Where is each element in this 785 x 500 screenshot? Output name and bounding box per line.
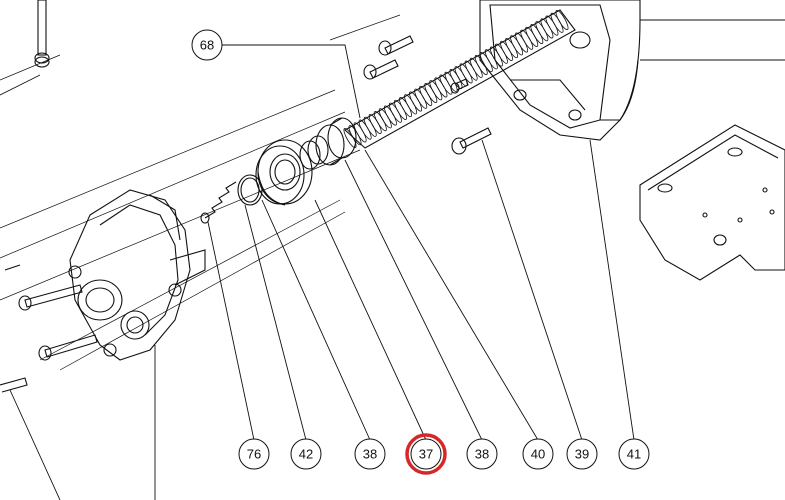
callout-circle (238, 438, 270, 470)
callout-circle (354, 438, 386, 470)
callout-label: 37 (419, 447, 433, 462)
callout-label: 38 (475, 447, 489, 462)
callout-label: 39 (575, 447, 589, 462)
callout-circle (566, 438, 598, 470)
callout-circle (191, 29, 223, 61)
callout-76[interactable]: 76 (238, 438, 270, 470)
circlip (237, 174, 263, 206)
coupling (299, 117, 357, 170)
callout-38-left[interactable]: 38 (354, 438, 386, 470)
callout-circle (410, 438, 442, 470)
callout-40[interactable]: 40 (522, 438, 554, 470)
leader-lines (0, 44, 635, 500)
motor-housing (479, 0, 785, 141)
thread-coil (555, 9, 569, 31)
spring (200, 181, 237, 224)
callout-37-highlighted[interactable]: 37 (405, 433, 447, 475)
screw-top-left (34, 0, 50, 68)
callout-circle (618, 438, 650, 470)
callout-label: 42 (299, 447, 313, 462)
callout-label: 38 (363, 447, 377, 462)
bearing (255, 139, 313, 206)
callout-42[interactable]: 42 (290, 438, 322, 470)
screws (0, 35, 492, 393)
callout-circle (290, 438, 322, 470)
gear-housing (68, 189, 206, 361)
threaded-spindle (343, 9, 576, 149)
mounting-bracket (639, 124, 785, 281)
callout-circle (466, 438, 498, 470)
callout-68[interactable]: 68 (191, 29, 223, 61)
callout-label: 40 (531, 447, 545, 462)
callout-38-right[interactable]: 38 (466, 438, 498, 470)
callout-label: 68 (200, 38, 214, 53)
callout-circle (522, 438, 554, 470)
construction-lines (0, 14, 401, 371)
callout-39[interactable]: 39 (566, 438, 598, 470)
callout-41[interactable]: 41 (618, 438, 650, 470)
callout-label: 76 (247, 447, 261, 462)
highlight-ring (405, 433, 447, 475)
callout-label: 41 (627, 447, 641, 462)
